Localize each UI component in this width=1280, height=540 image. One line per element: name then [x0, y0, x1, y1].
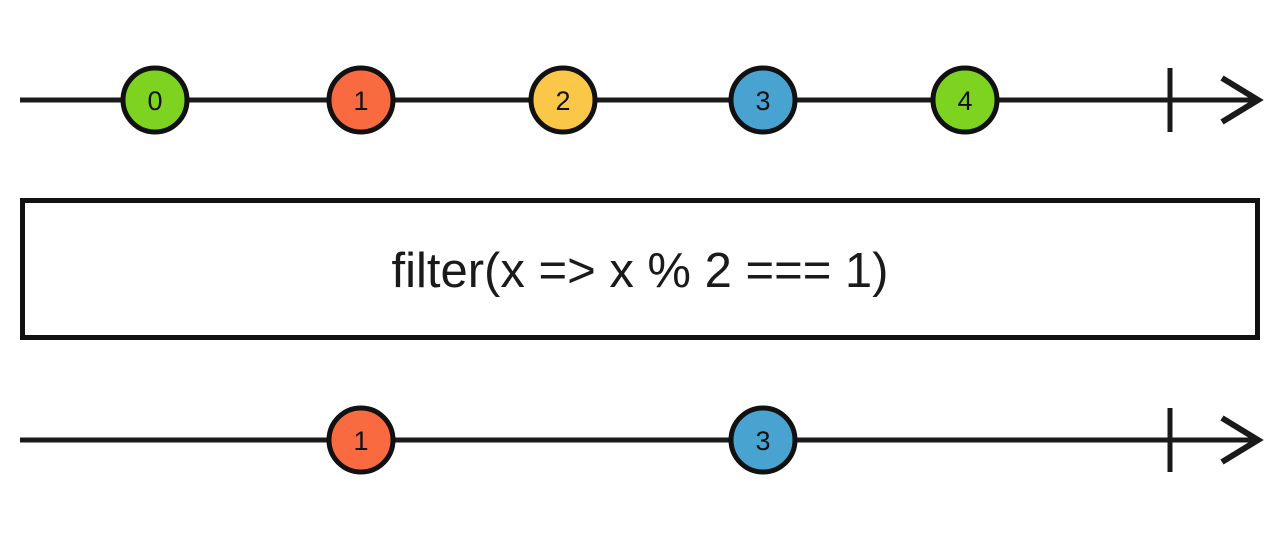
result-marble-3[interactable]: 3: [728, 405, 798, 475]
marble-label: 1: [353, 86, 368, 116]
marble-label: 0: [147, 86, 162, 116]
operator-box-rect: [20, 198, 1260, 340]
operator-box[interactable]: filter(x => x % 2 === 1): [20, 198, 1260, 340]
marble-label: 2: [555, 86, 570, 116]
marble-circle: [728, 65, 798, 135]
marble-circle: [120, 65, 190, 135]
marble-circle: [326, 405, 396, 475]
result-marble-1[interactable]: 1: [326, 405, 396, 475]
source-marble-0[interactable]: 0: [120, 65, 190, 135]
marble-circle: [528, 65, 598, 135]
marble-circle: [326, 65, 396, 135]
source-marble-1[interactable]: 1: [326, 65, 396, 135]
source-marble-3[interactable]: 3: [728, 65, 798, 135]
marble-circle: [930, 65, 1000, 135]
marble-label: 4: [957, 86, 972, 116]
source-marble-4[interactable]: 4: [930, 65, 1000, 135]
marble-label: 3: [755, 426, 770, 456]
source-arrow-head-icon: [1220, 75, 1264, 125]
source-stream: 0 1 2 3 4: [20, 65, 1264, 135]
marble-circle: [728, 405, 798, 475]
marble-label: 3: [755, 86, 770, 116]
result-arrow-head-icon: [1220, 415, 1264, 465]
source-marble-2[interactable]: 2: [528, 65, 598, 135]
operator-expression: filter(x => x % 2 === 1): [391, 244, 888, 298]
marble-label: 1: [353, 426, 368, 456]
result-stream: 1 3: [20, 405, 1264, 475]
